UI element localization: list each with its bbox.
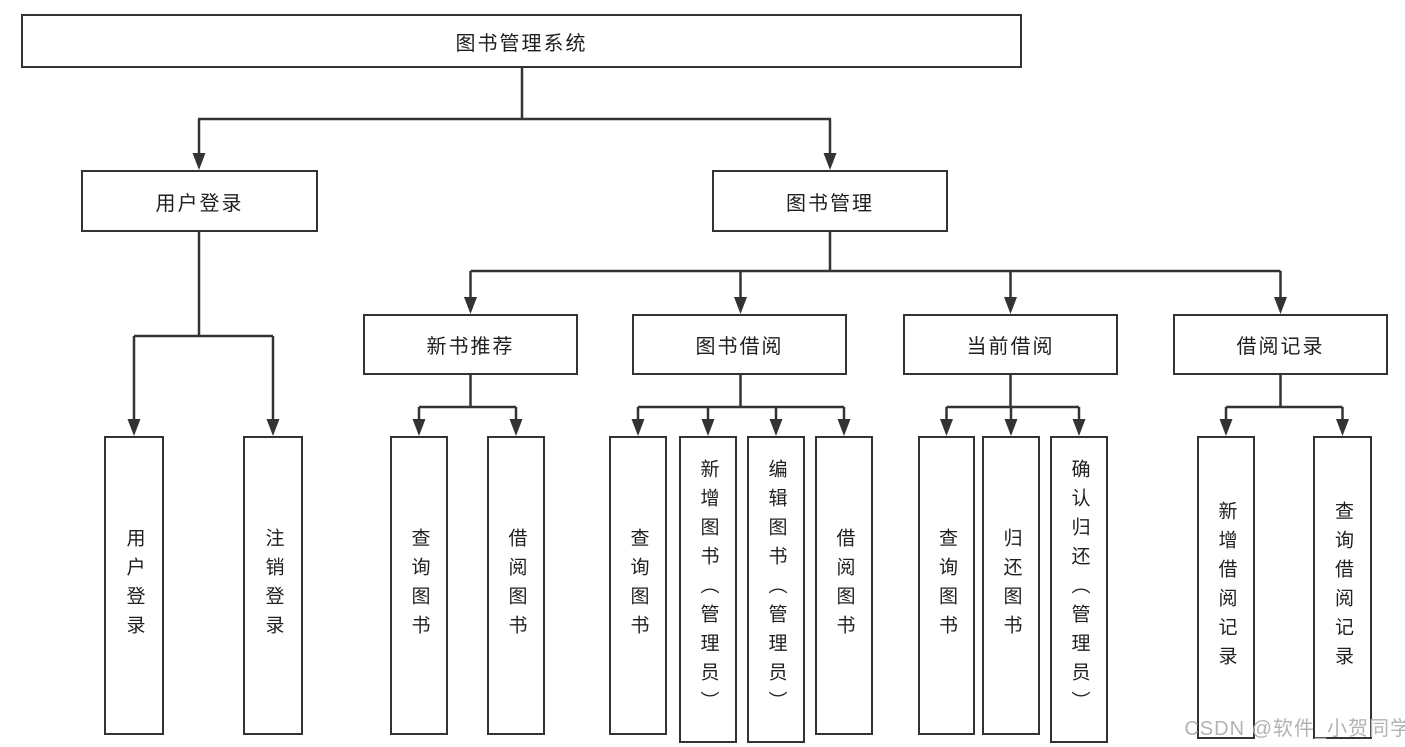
leaf-confirm-return-admin: 确认归还（管理员） bbox=[1050, 436, 1108, 743]
leaf-borrow-books-borrowing-label: 借阅图书 bbox=[833, 527, 855, 644]
connector-new-book-to-leaves bbox=[417, 375, 518, 426]
leaf-edit-books-admin: 编辑图书（管理员） bbox=[747, 436, 805, 743]
leaf-user-login: 用户登录 bbox=[104, 436, 164, 735]
leaf-add-borrow-record: 新增借阅记录 bbox=[1197, 436, 1255, 739]
node-new-book-recommend-label: 新书推荐 bbox=[426, 336, 515, 358]
leaf-query-books-recommend: 查询图书 bbox=[390, 436, 448, 735]
leaf-borrow-books-borrowing: 借阅图书 bbox=[815, 436, 873, 735]
leaf-borrow-books-recommend: 借阅图书 bbox=[487, 436, 545, 735]
node-book-borrowing-label: 图书借阅 bbox=[695, 336, 784, 358]
node-current-borrowing: 当前借阅 bbox=[903, 314, 1118, 375]
leaf-query-borrow-record-label: 查询借阅记录 bbox=[1332, 500, 1353, 675]
watermark: CSDN @软件_小贺同学 bbox=[1184, 718, 1405, 740]
node-new-book-recommend: 新书推荐 bbox=[363, 314, 578, 375]
leaf-confirm-return-admin-label: 确认归还（管理员） bbox=[1068, 459, 1090, 720]
connector-root-to-level2 bbox=[197, 68, 832, 158]
node-book-borrowing: 图书借阅 bbox=[632, 314, 847, 375]
leaf-query-books-borrowing-label: 查询图书 bbox=[627, 527, 649, 644]
leaf-logout-label: 注销登录 bbox=[262, 527, 284, 644]
node-borrow-records: 借阅记录 bbox=[1173, 314, 1388, 375]
node-book-management: 图书管理 bbox=[712, 170, 948, 232]
connector-book-mgmt-to-level3 bbox=[469, 232, 1282, 303]
node-borrow-records-label: 借阅记录 bbox=[1236, 336, 1325, 358]
leaf-user-login-label: 用户登录 bbox=[123, 527, 145, 644]
node-book-management-label: 图书管理 bbox=[786, 192, 874, 215]
leaf-borrow-books-recommend-label: 借阅图书 bbox=[505, 527, 527, 644]
leaf-query-books-current: 查询图书 bbox=[918, 436, 975, 735]
leaf-return-books: 归还图书 bbox=[982, 436, 1040, 735]
node-user-login-label: 用户登录 bbox=[155, 192, 244, 215]
leaf-return-books-label: 归还图书 bbox=[1000, 527, 1022, 644]
leaf-add-books-admin-label: 新增图书（管理员） bbox=[697, 459, 719, 720]
arrowheads bbox=[127, 153, 1349, 436]
node-current-borrowing-label: 当前借阅 bbox=[966, 336, 1055, 358]
leaf-query-books-borrowing: 查询图书 bbox=[609, 436, 667, 735]
leaf-add-borrow-record-label: 新增借阅记录 bbox=[1215, 500, 1237, 675]
leaf-logout: 注销登录 bbox=[243, 436, 303, 735]
leaf-query-books-current-label: 查询图书 bbox=[936, 527, 957, 644]
node-root-label: 图书管理系统 bbox=[455, 32, 588, 55]
leaf-edit-books-admin-label: 编辑图书（管理员） bbox=[765, 459, 787, 720]
connector-borrow-records-to-leaves bbox=[1224, 375, 1344, 426]
node-root: 图书管理系统 bbox=[21, 14, 1022, 68]
connector-current-borrow-to-leaves bbox=[945, 375, 1081, 426]
connector-user-login-to-leaves bbox=[132, 232, 275, 426]
leaf-query-books-recommend-label: 查询图书 bbox=[408, 527, 430, 644]
node-user-login: 用户登录 bbox=[81, 170, 318, 232]
leaf-query-borrow-record: 查询借阅记录 bbox=[1313, 436, 1372, 739]
connector-book-borrow-to-leaves bbox=[636, 375, 846, 426]
leaf-add-books-admin: 新增图书（管理员） bbox=[679, 436, 737, 743]
